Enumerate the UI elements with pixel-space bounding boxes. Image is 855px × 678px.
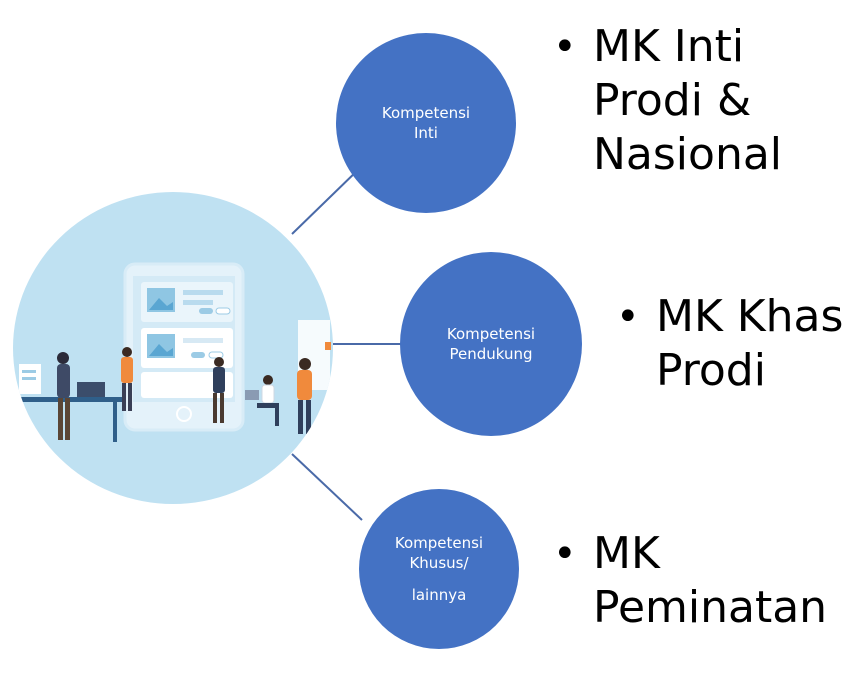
node-label-line: Kompetensi (446, 325, 536, 343)
bullet-mk-khas: • MK Khas Prodi (616, 290, 843, 398)
node-kompetensi-khusus: Kompetensi Khusus/ lainnya (359, 489, 519, 649)
node-label-line: lainnya (411, 586, 467, 604)
bullet-text-line: Nasional (593, 129, 783, 180)
node-label-line: Kompetensi (394, 534, 484, 552)
bullet-text-line: MK Khas (656, 291, 844, 342)
bullet-text-line: Prodi (656, 345, 766, 396)
bullet-mk-peminatan: • MK Peminatan (553, 527, 827, 635)
node-label-line: Inti (414, 124, 438, 142)
hub-illustration-circle (13, 192, 333, 504)
node-label-line: Kompetensi (381, 104, 471, 122)
bullet-text-line: Peminatan (593, 582, 828, 633)
node-label-line: Khusus/ (409, 554, 469, 572)
node-label: Kompetensi Khusus/ lainnya (395, 533, 483, 605)
bullet-text: MK Inti Prodi & Nasional (593, 20, 782, 182)
team-working-on-app-illustration-icon (13, 262, 331, 442)
node-kompetensi-pendukung: Kompetensi Pendukung (400, 252, 582, 436)
bullet-mk-inti: • MK Inti Prodi & Nasional (553, 20, 782, 182)
bullet-text-line: MK (593, 528, 660, 579)
bullet-text: MK Khas Prodi (656, 290, 843, 398)
node-label: Kompetensi Pendukung (447, 324, 535, 364)
node-kompetensi-inti: Kompetensi Inti (336, 33, 516, 213)
bullet-text: MK Peminatan (593, 527, 827, 635)
bullet-marker: • (553, 24, 577, 70)
node-label-line: Pendukung (449, 345, 533, 363)
bullet-text-line: Prodi & (593, 75, 752, 126)
bullet-text-line: MK Inti (593, 21, 745, 72)
node-label: Kompetensi Inti (382, 103, 470, 143)
bullet-marker: • (553, 531, 577, 577)
bullet-marker: • (616, 294, 640, 340)
